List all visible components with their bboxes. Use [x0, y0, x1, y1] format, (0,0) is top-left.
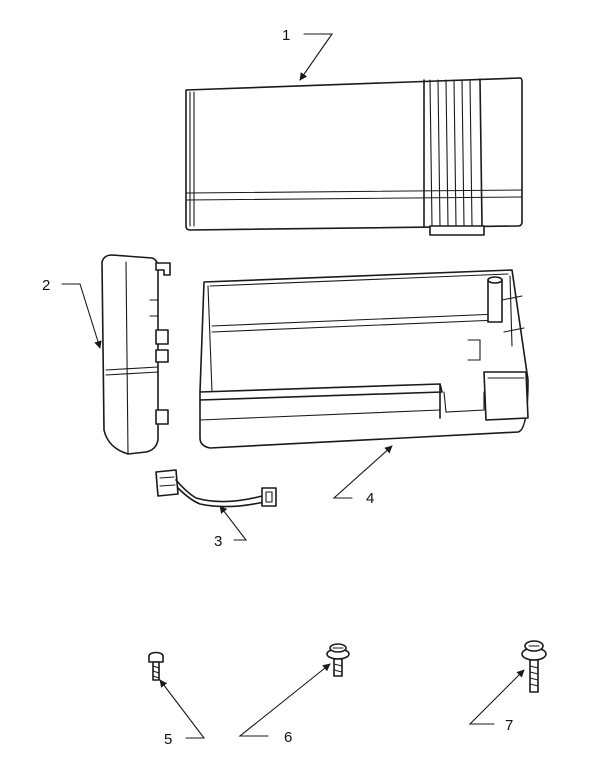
part-6-washer-screw — [326, 643, 350, 677]
part-4-base-housing — [199, 269, 529, 449]
callout-5: 5 — [164, 731, 172, 748]
callout-7: 7 — [505, 717, 513, 734]
part-2-end-cap — [101, 254, 171, 455]
callout-6: 6 — [284, 729, 292, 746]
callout-labels: 1 2 3 4 5 6 7 — [42, 27, 513, 748]
part-1-cover — [185, 77, 523, 236]
part-7-large-screw — [521, 640, 547, 693]
callout-4: 4 — [366, 490, 374, 507]
callout-3: 3 — [214, 533, 222, 550]
callout-2: 2 — [42, 277, 50, 294]
part-5-small-screw — [148, 651, 164, 681]
leader-lines — [61, 33, 525, 739]
part-3-wire-harness — [155, 469, 277, 508]
callout-1: 1 — [282, 27, 290, 44]
